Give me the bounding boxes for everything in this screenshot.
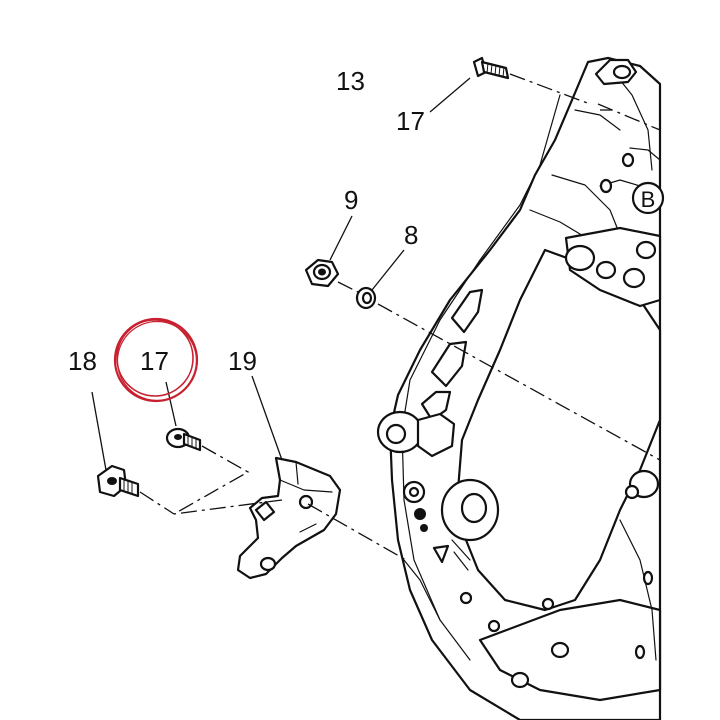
- nut-9[interactable]: [304, 258, 340, 288]
- washer-8[interactable]: [355, 286, 377, 310]
- leader-lines: [91, 77, 471, 471]
- frame-part-13[interactable]: [376, 56, 662, 720]
- callout-labels: 13 17 B 9 8 18 17 19: [68, 66, 665, 376]
- assembly-axis-lines: [139, 73, 661, 561]
- bolt-17-left[interactable]: [165, 427, 202, 452]
- callout-b: B: [641, 187, 656, 212]
- bolt-18[interactable]: [96, 464, 140, 498]
- callout-8: 8: [404, 220, 418, 250]
- callout-19: 19: [228, 346, 257, 376]
- highlight-ring: [113, 317, 199, 403]
- callout-13: 13: [336, 66, 365, 96]
- callout-17-highlight: 17: [140, 346, 169, 376]
- callout-17-top: 17: [396, 106, 425, 136]
- callout-18: 18: [68, 346, 97, 376]
- bolt-17-top[interactable]: [472, 56, 510, 80]
- callout-9: 9: [344, 185, 358, 215]
- frame-stamp-mark: [414, 508, 426, 520]
- callout-b-circle: [631, 181, 665, 215]
- bracket-19[interactable]: [236, 456, 342, 580]
